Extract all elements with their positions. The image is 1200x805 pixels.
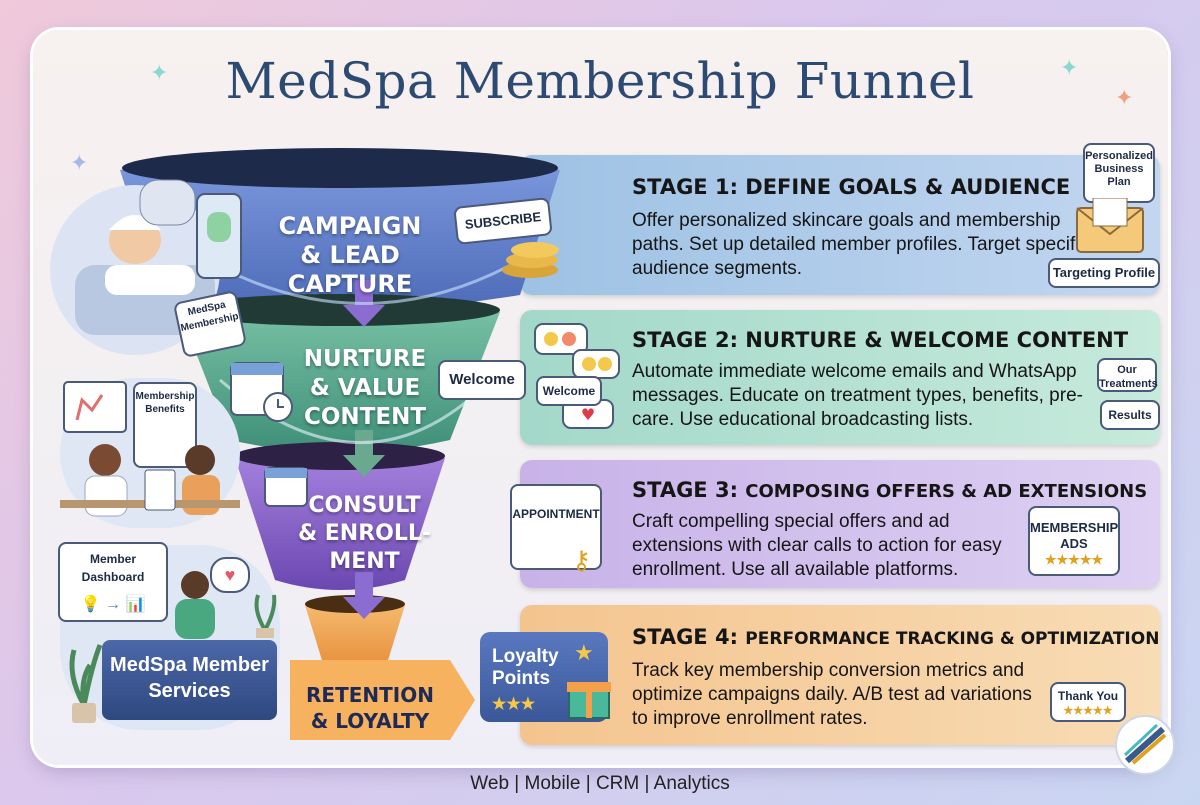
calendar-icon	[264, 467, 308, 507]
envelope-icon	[1076, 198, 1144, 253]
rating-stars-icon: ★★★★★	[1044, 552, 1104, 567]
membership-benefits-chip: Membership Benefits	[133, 382, 197, 468]
sparkle-icon: ✦	[70, 150, 89, 175]
membership-ads-label: MEMBERSHIP ADS	[1030, 520, 1119, 551]
business-plan-chip: Personalized Business Plan	[1083, 143, 1155, 203]
sparkle-icon: ✦	[150, 60, 169, 85]
stage-4-title-rest: PERFORMANCE TRACKING & OPTIMIZATION	[745, 629, 1160, 649]
chat-bubbles-icon: ♥	[534, 323, 620, 429]
funnel-graphic	[120, 148, 560, 740]
membership-ads-chip: MEMBERSHIP ADS ★★★★★	[1028, 506, 1120, 576]
welcome-chip-funnel: Welcome	[438, 360, 526, 400]
down-arrow-icon	[343, 572, 385, 619]
stage-1-panel: STAGE 1: DEFINE GOALS & AUDIENCE Offer p…	[520, 155, 1160, 295]
loyalty-points-card: Loyalty Points ★★★	[480, 632, 608, 722]
down-arrow-icon	[343, 430, 385, 477]
funnel-label-3-line1: CONSULT	[308, 493, 421, 518]
stage-2-description: Automate immediate welcome emails and Wh…	[632, 361, 1083, 430]
stage-4-description: Track key membership conversion metrics …	[632, 660, 1032, 729]
funnel-label-3-line3: MENT	[329, 549, 400, 574]
stage-4-title: STAGE 4: PERFORMANCE TRACKING & OPTIMIZA…	[632, 625, 1159, 649]
star-icon: ★	[574, 640, 594, 665]
heart-bubble-icon: ♥	[210, 557, 250, 593]
stage-3-title-rest: COMPOSING OFFERS & AD EXTENSIONS	[745, 481, 1148, 502]
stage-2-title: STAGE 2: NURTURE & WELCOME CONTENT	[632, 328, 1129, 352]
funnel-label-4: RETENTION & LOYALTY	[295, 682, 445, 734]
chart-board-icon	[63, 381, 127, 433]
funnel-label-1-line2: & LEAD CAPTURE	[287, 241, 413, 298]
our-treatments-chip: Our Treatments	[1097, 358, 1158, 392]
funnel-rim-3	[235, 442, 445, 470]
funnel-tier-4	[305, 600, 405, 675]
member-dashboard-panel: Member Dashboard 💡 → 📊	[58, 542, 168, 622]
funnel-rim-2	[180, 294, 500, 326]
stage-4-prefix: STAGE 4:	[632, 625, 738, 649]
welcome-chip-stage: Welcome	[536, 376, 602, 406]
key-icon: ⚷	[572, 545, 592, 575]
funnel-label-1: CAMPAIGN & LEAD CAPTURE	[240, 212, 460, 299]
rating-stars-icon: ★★★★★	[1063, 705, 1113, 717]
member-dashboard-label: Member Dashboard	[81, 552, 145, 584]
appointment-label: APPOINTMENT	[512, 507, 600, 521]
phone-face-icon	[196, 193, 242, 279]
svg-text:♥: ♥	[581, 405, 595, 424]
stage-1-title: STAGE 1: DEFINE GOALS & AUDIENCE	[632, 175, 1071, 199]
footer-platforms: Web | Mobile | CRM | Analytics	[470, 773, 730, 794]
stage-3-title: STAGE 3: COMPOSING OFFERS & AD EXTENSION…	[632, 478, 1147, 502]
stage-2-panel: STAGE 2: NURTURE & WELCOME CONTENT Autom…	[520, 310, 1160, 445]
appointment-calendar: APPOINTMENT	[510, 484, 602, 570]
funnel-label-4-line2: & LOYALTY	[310, 709, 430, 733]
funnel-label-3: CONSULT & ENROLL- MENT	[282, 492, 447, 576]
calendar-clock-icon	[230, 362, 293, 422]
plant-icon	[254, 594, 277, 638]
funnel-label-1-line1: CAMPAIGN	[278, 212, 422, 240]
page-title: MedSpa Membership Funnel	[225, 52, 975, 110]
targeting-profile-chip: Targeting Profile	[1048, 258, 1160, 288]
brand-logo-icon	[1115, 715, 1175, 775]
funnel-label-2-line1: NURTURE	[303, 346, 427, 372]
rating-stars-icon: ★★★	[492, 696, 536, 713]
funnel-label-2: NURTURE & VALUE CONTENT	[280, 345, 450, 432]
results-chip: Results	[1100, 400, 1160, 430]
stage-3-prefix: STAGE 3:	[632, 478, 738, 502]
sparkle-icon: ✦	[1115, 85, 1134, 110]
thank-you-label: Thank You	[1057, 689, 1119, 703]
gift-box-icon	[567, 682, 611, 719]
funnel-rim-1	[122, 148, 558, 188]
thank-you-card: Thank You ★★★★★	[1050, 682, 1126, 722]
funnel-label-4-line1: RETENTION	[306, 683, 434, 707]
funnel-label-3-line2: & ENROLL-	[297, 521, 432, 546]
dashboard-icons: 💡 → 📊	[80, 596, 146, 613]
funnel-label-2-line2: & VALUE	[309, 375, 421, 401]
plant-icon	[69, 644, 103, 723]
sparkle-icon: ✦	[1060, 55, 1079, 80]
stage-3-description: Craft compelling special offers and ad e…	[632, 511, 1002, 580]
member-services-desk: MedSpa Member Services	[102, 640, 277, 720]
retention-arrow-icon	[290, 660, 475, 740]
consultation-illustration	[60, 444, 240, 517]
stage-1-description: Offer personalized skincare goals and me…	[632, 210, 1089, 279]
stage-4-panel: STAGE 4: PERFORMANCE TRACKING & OPTIMIZA…	[520, 605, 1160, 745]
loyalty-points-label: Loyalty Points	[492, 646, 559, 689]
coin-stack-icon	[502, 242, 559, 278]
funnel-label-2-line3: CONTENT	[303, 404, 427, 430]
receptionist-illustration	[175, 571, 215, 639]
